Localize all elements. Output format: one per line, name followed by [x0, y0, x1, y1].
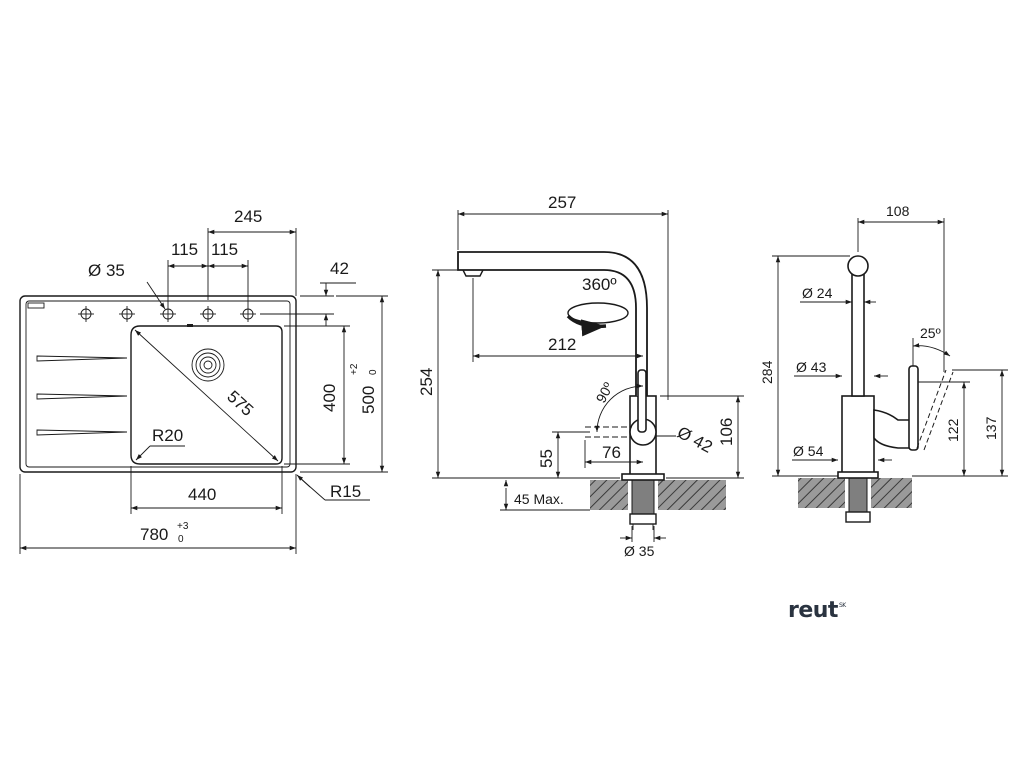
- dim-122-label: 122: [945, 418, 961, 442]
- faucet-spout: [851, 267, 865, 397]
- faucet-spout: [457, 251, 648, 396]
- dim-400-label: 400: [320, 384, 339, 412]
- leader-dia-35: [146, 281, 166, 310]
- dim-212-label: 212: [548, 335, 576, 354]
- faucet-front-view: 25º 108 Ø 24 284 Ø 43 Ø 54 122 137: [759, 203, 1008, 523]
- dim-42-label: 42: [330, 259, 349, 278]
- faucet-nut: [845, 511, 871, 523]
- r20-label: R20: [152, 426, 183, 445]
- dia-43-label: Ø 43: [796, 359, 827, 375]
- faucet-body: [841, 395, 875, 477]
- brand-logo: reutSK: [788, 598, 846, 623]
- tap-hole: [119, 306, 135, 322]
- leader-r15-arrow: [296, 474, 311, 488]
- spout-top: [847, 255, 869, 277]
- sink-inner-outline: [25, 300, 291, 468]
- dim-245-label: 245: [234, 207, 262, 226]
- leader-r20: [135, 445, 151, 461]
- ang-90-label: 90º: [593, 380, 617, 406]
- faucet-shank: [848, 475, 868, 513]
- lever-handle: [908, 365, 919, 451]
- faucet-base: [837, 471, 879, 479]
- dim-780-tol-zero: 0: [178, 534, 184, 545]
- aerator: [462, 269, 484, 277]
- dim-500-label: 500: [359, 386, 378, 414]
- dim-55-label: 55: [537, 449, 556, 468]
- dim-284-label: 284: [759, 360, 775, 384]
- sink-top-view: 575 245 115 115 Ø 35 42 400 500 +2 0: [19, 207, 388, 554]
- dim-500-tol-zero: 0: [368, 369, 379, 375]
- tap-hole: [200, 306, 216, 322]
- dim-440-label: 440: [188, 485, 216, 504]
- dim-line-575: [134, 329, 279, 462]
- dia-42-label: Ø 42: [674, 423, 715, 457]
- r15-label: R15: [330, 482, 361, 501]
- dim-780-tol-plus: +3: [177, 521, 189, 532]
- dim-108-label: 108: [886, 203, 910, 219]
- faucet-shank: [631, 477, 655, 515]
- drain-strainer: [191, 348, 225, 382]
- sink-outline: [19, 295, 297, 473]
- faucet-base: [621, 473, 665, 481]
- brand-logo-sup: SK: [838, 602, 846, 609]
- dim-106-label: 106: [717, 418, 736, 446]
- dia-35-bottom-label: Ø 35: [624, 543, 655, 559]
- dim-115-label: 115: [211, 240, 238, 259]
- dim-76-label: 76: [602, 443, 621, 462]
- lever-handle: [637, 369, 647, 433]
- dim-137-label: 137: [983, 416, 999, 440]
- arc-25: [912, 343, 951, 357]
- faucet-nut: [629, 513, 657, 525]
- tap-hole: [240, 306, 256, 322]
- sink-bowl: [130, 325, 283, 465]
- brand-plate: [27, 302, 45, 309]
- faucet-side-view: 90º 360º 257 212 254 106 Ø 42 55: [417, 193, 744, 559]
- overflow: [187, 324, 193, 327]
- dim-115-label: 115: [171, 240, 198, 259]
- lever-base: [873, 409, 915, 449]
- dim-500-tol-plus: +2: [349, 363, 360, 375]
- drainer-grooves: [36, 355, 128, 436]
- dim-254-label: 254: [417, 368, 436, 396]
- tap-hole: [160, 306, 176, 322]
- arc-90: [594, 383, 644, 433]
- dim-257-label: 257: [548, 193, 576, 212]
- dia-35-label: Ø 35: [88, 261, 125, 280]
- brand-logo-text: reut: [788, 598, 838, 623]
- dim-780-label: 780: [140, 525, 168, 544]
- tap-hole: [78, 306, 94, 322]
- rot-360-label: 360º: [582, 275, 617, 294]
- max-45-label: 45 Max.: [514, 491, 564, 507]
- dia-54-label: Ø 54: [793, 443, 824, 459]
- ang-25-label: 25º: [920, 325, 941, 341]
- dia-24-label: Ø 24: [802, 285, 833, 301]
- tap-holes: [78, 306, 256, 322]
- rotation-arrow: [567, 302, 629, 324]
